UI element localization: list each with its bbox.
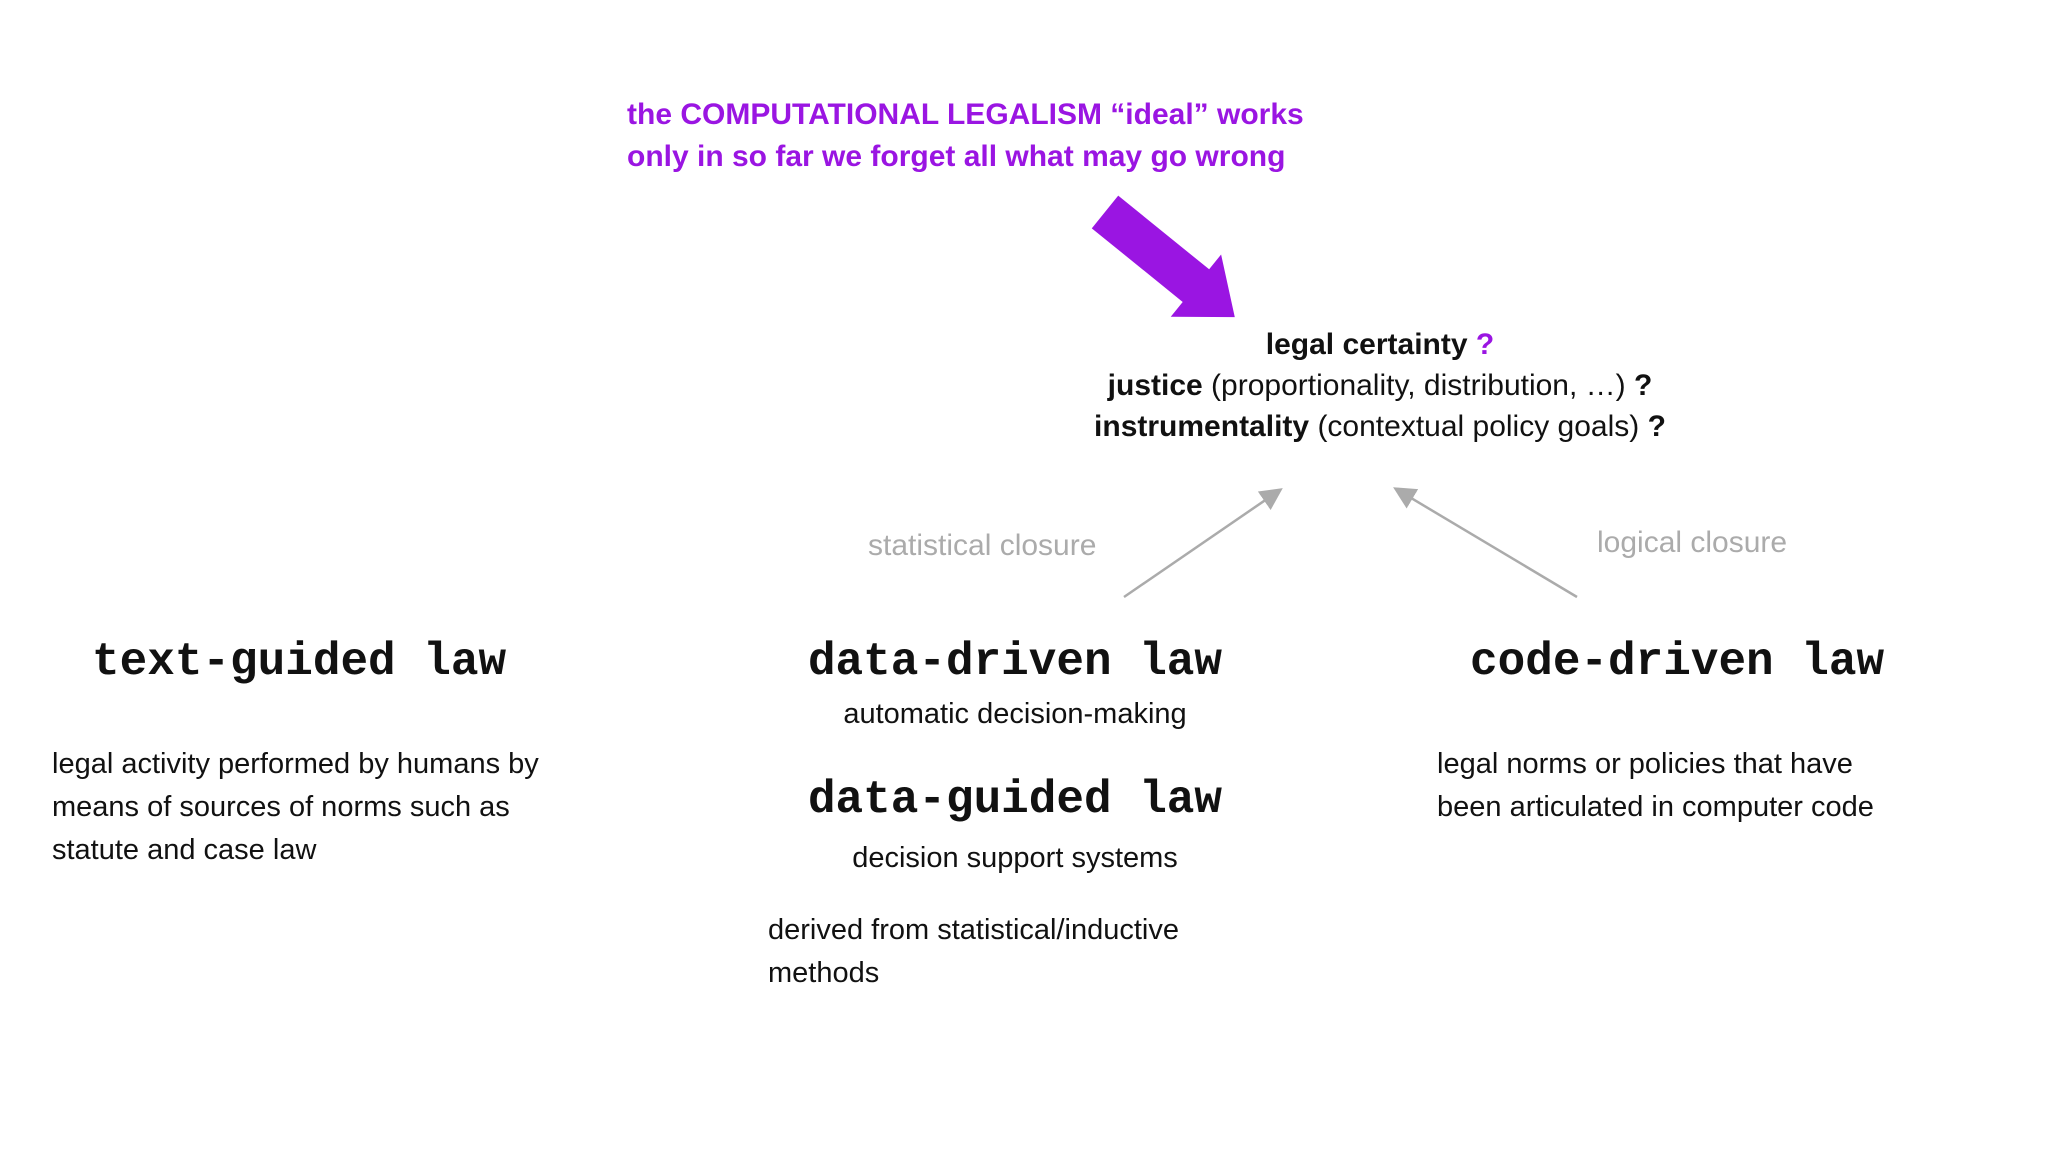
question-mark: ? (1634, 369, 1653, 402)
question-detail: (contextual policy goals) (1317, 410, 1640, 443)
heading-code-driven-law: code-driven law (1470, 636, 1885, 688)
text-guided-law-description: legal activity performed by humans by me… (52, 748, 539, 866)
code-driven-law-description: legal norms or policies that have been a… (1437, 748, 1874, 823)
question-term: justice (1107, 369, 1203, 402)
statistical-closure-arrow (1123, 488, 1283, 599)
data-driven-law-subtitle: automatic decision-making (843, 698, 1187, 730)
logical-closure-arrow (1393, 487, 1578, 599)
question-mark-purple: ? (1475, 328, 1495, 361)
question-justice: justice (proportionality, distribution, … (1030, 365, 1730, 406)
data-methods-note: derived from statistical/inductive metho… (768, 914, 1179, 989)
question-term: instrumentality (1094, 410, 1310, 443)
data-guided-law-subtitle: decision support systems (852, 842, 1178, 874)
heading-data-driven-law: data-driven law (807, 636, 1223, 688)
statistical-closure-label: statistical closure (868, 529, 1097, 562)
heading-data-guided-law: data-guided law (807, 774, 1223, 826)
slide-title: the COMPUTATIONAL LEGALISM “ideal” works… (627, 98, 1304, 173)
question-detail: (proportionality, distribution, …) (1211, 369, 1626, 402)
question-instrumentality: instrumentality (contextual policy goals… (1030, 406, 1730, 447)
legal-questions-block: legal certainty ? justice (proportionali… (1030, 324, 1730, 447)
question-legal-certainty: legal certainty ? (1030, 324, 1730, 365)
question-term: legal certainty (1265, 328, 1468, 361)
question-mark: ? (1647, 410, 1666, 443)
logical-closure-label: logical closure (1597, 526, 1788, 559)
heading-text-guided-law: text-guided law (92, 636, 507, 688)
